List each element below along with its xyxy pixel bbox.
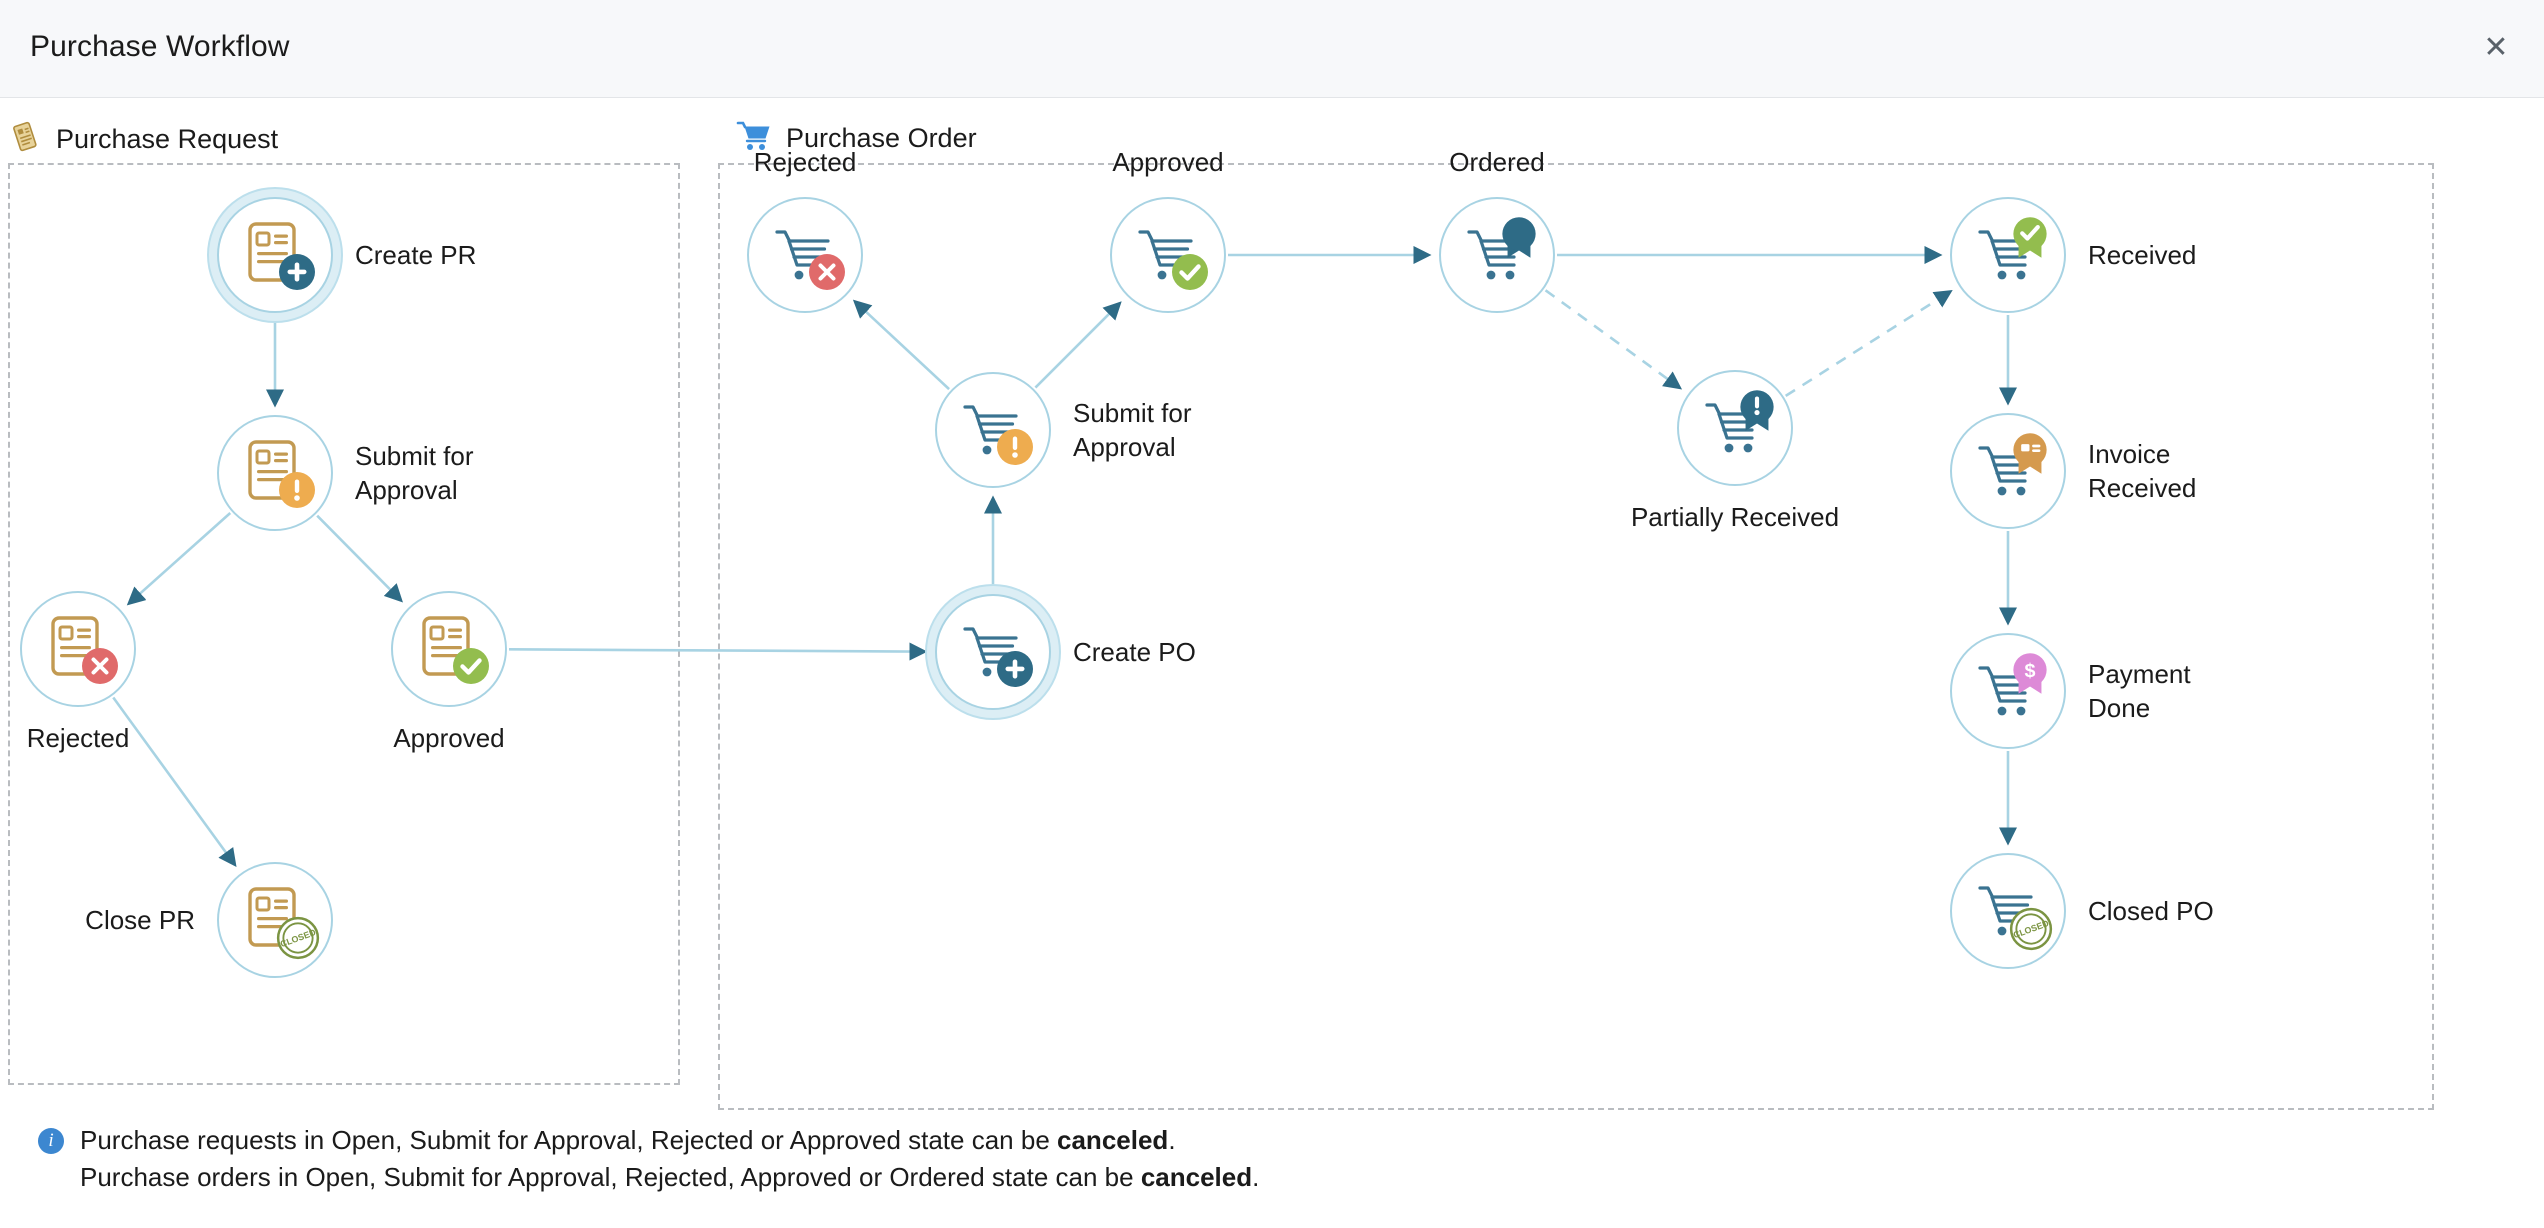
workflow-edge-po-submit-to-po-rejected [852, 299, 950, 391]
info-icon: i [38, 1128, 64, 1154]
workflow-node-pr-rejected[interactable] [20, 591, 136, 707]
workflow-edge-pr-submit-to-pr-approved [316, 514, 403, 603]
section-header-purchase-order: Purchase Order [736, 120, 977, 157]
document-closed-icon: CLOSED [238, 883, 320, 960]
cart-approved-icon [1131, 218, 1208, 292]
workflow-node-po-invoice[interactable] [1950, 413, 2066, 529]
section-header-purchase-request: Purchase Request [8, 120, 278, 159]
invoice-document-icon [8, 120, 42, 159]
workflow-node-pr-approved[interactable] [391, 591, 507, 707]
workflow-node-po-approved[interactable] [1110, 197, 1226, 313]
workflow-edge-pr-rejected-to-pr-close [112, 696, 237, 868]
cart-rejected-icon [768, 218, 845, 292]
cart-pending-icon [956, 393, 1033, 467]
cart-closed-icon: CLOSED [1971, 874, 2053, 951]
section-label: Purchase Request [56, 124, 279, 154]
note-line-1: Purchase requests in Open, Submit for Ap… [80, 1122, 1259, 1159]
workflow-node-po-rejected[interactable] [747, 197, 863, 313]
note-line-1-suffix: . [1168, 1125, 1176, 1155]
note-line-2-prefix: Purchase orders in Open, Submit for Appr… [80, 1161, 1141, 1192]
shopping-cart-icon [736, 120, 772, 157]
note-line-1-prefix: Purchase requests in Open, Submit for Ap… [80, 1125, 1058, 1155]
workflow-node-po-ordered[interactable] [1439, 197, 1555, 313]
document-pending-icon [238, 436, 315, 510]
workflow-node-po-payment[interactable]: $ [1950, 633, 2066, 749]
workflow-node-pr-close[interactable]: CLOSED [217, 862, 333, 978]
workflow-edge-pr-approved-to-po-create [508, 642, 928, 661]
note-line-2-suffix: . [1252, 1161, 1260, 1192]
purchase-request-panel [8, 163, 680, 1085]
section-label: Purchase Order [786, 123, 977, 153]
document-rejected-icon [41, 612, 118, 686]
note-line-1-bold: canceled [1057, 1125, 1169, 1155]
cart-ordered-icon [1460, 217, 1536, 292]
note-line-2-bold: canceled [1140, 1161, 1253, 1192]
footer-note: i Purchase requests in Open, Submit for … [38, 1122, 1259, 1196]
workflow-edge-po-submit-to-po-approved [1034, 301, 1122, 389]
workflow-node-po-received[interactable] [1950, 197, 2066, 313]
purchase-order-panel [718, 163, 2434, 1110]
workflow-edge-po-partial-to-po-received [1784, 290, 1953, 397]
cart-invoice-icon [1971, 433, 2047, 508]
workflow-edge-po-ordered-to-po-partial [1544, 289, 1683, 390]
workflow-node-po-closed[interactable]: CLOSED [1950, 853, 2066, 969]
document-plus-icon [238, 218, 315, 292]
workflow-edge-pr-submit-to-pr-rejected [126, 512, 232, 606]
workflow-node-pr-submit[interactable] [217, 415, 333, 531]
workflow-node-po-create[interactable] [935, 594, 1051, 710]
workflow-node-pr-create[interactable] [217, 197, 333, 313]
cart-plus-icon [956, 615, 1033, 689]
workflow-node-po-partial[interactable] [1677, 370, 1793, 486]
note-line-2: Purchase orders in Open, Submit for Appr… [80, 1159, 1259, 1196]
svg-text:$: $ [2025, 660, 2036, 682]
document-approved-icon [412, 612, 489, 686]
close-icon[interactable]: ✕ [2483, 31, 2509, 64]
workflow-node-po-submit[interactable] [935, 372, 1051, 488]
cart-payment-icon: $ [1971, 653, 2047, 728]
page-title: Purchase Workflow [30, 30, 290, 63]
cart-partial-icon [1698, 390, 1774, 465]
cart-received-icon [1971, 217, 2047, 292]
dialog-title-bar: Purchase Workflow ✕ [0, 0, 2544, 98]
